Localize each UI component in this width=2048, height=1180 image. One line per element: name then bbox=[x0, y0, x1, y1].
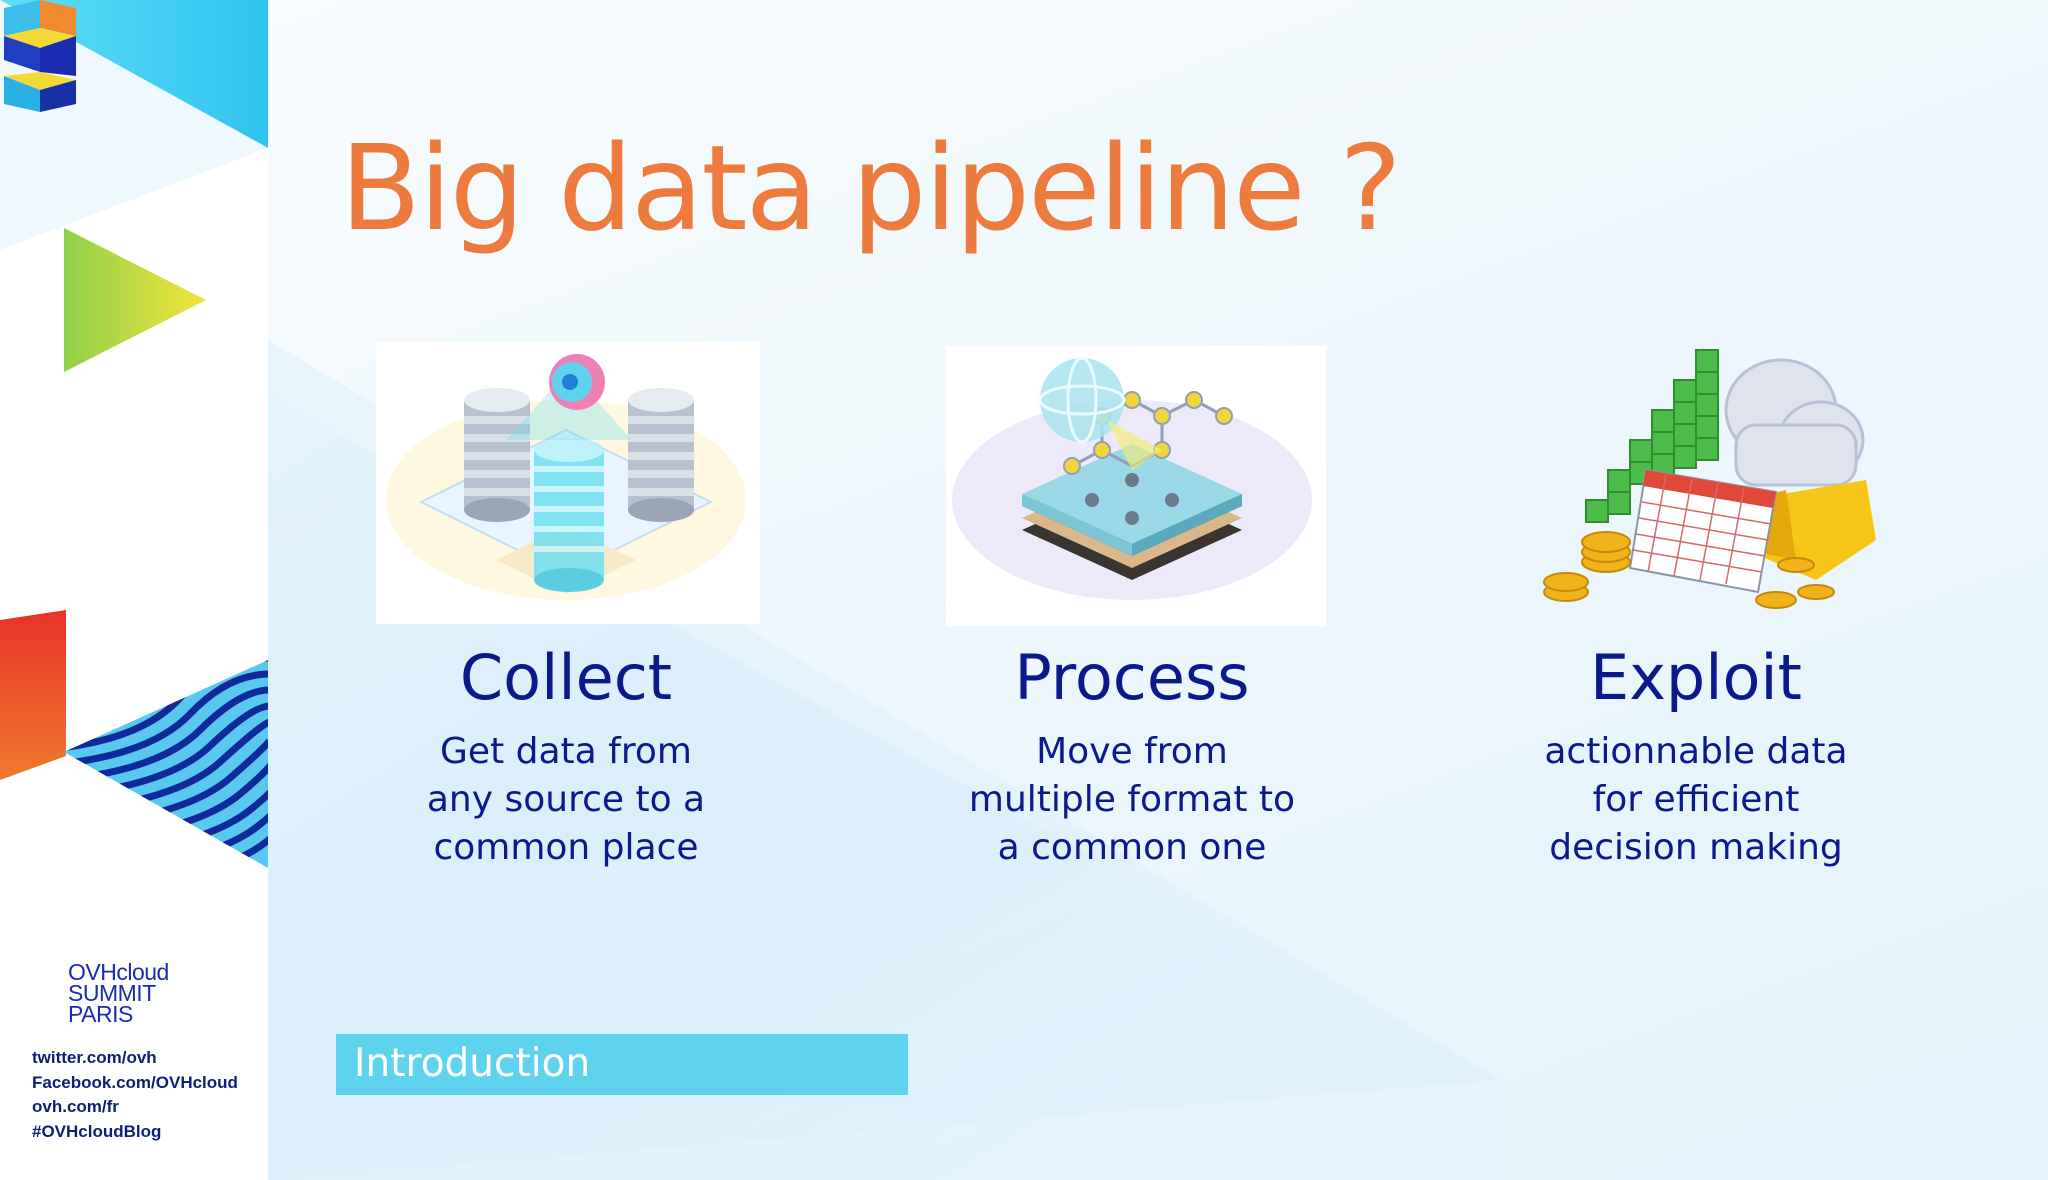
description-line: common place bbox=[433, 827, 699, 868]
slide-title: Big data pipeline ? bbox=[340, 119, 1402, 257]
column-heading: Process bbox=[1014, 641, 1250, 714]
column-heading: Collect bbox=[459, 641, 673, 714]
twitter-link: twitter.com/ovh bbox=[32, 1048, 157, 1067]
section-label: Introduction bbox=[354, 1041, 591, 1086]
column-description: actionnable data for efficient decision … bbox=[1466, 728, 1926, 872]
column-heading: Exploit bbox=[1590, 641, 1802, 714]
social-links: twitter.com/ovh Facebook.com/OVHcloud ov… bbox=[32, 1046, 238, 1144]
sidebar-decoration: OVHcloud SUMMIT PARIS twitter.com/ovh Fa… bbox=[0, 0, 268, 1180]
facebook-link: Facebook.com/OVHcloud bbox=[32, 1072, 238, 1092]
event-line: SUMMIT bbox=[68, 980, 156, 1006]
event-line: OVHcloud bbox=[68, 959, 169, 985]
description-line: multiple format to bbox=[968, 779, 1296, 820]
description-line: decision making bbox=[1549, 827, 1843, 868]
section-label-bar: Introduction bbox=[336, 1034, 908, 1095]
description-line: actionnable data bbox=[1544, 731, 1848, 772]
column-exploit: Exploit actionnable data for efficient d… bbox=[1466, 330, 1926, 872]
description-line: a common one bbox=[997, 827, 1267, 868]
column-description: Get data from any source to a common pla… bbox=[336, 728, 796, 872]
description-line: for efficient bbox=[1592, 779, 1800, 820]
database-servers-icon bbox=[366, 330, 766, 630]
ovhcloud-summit-logo-icon bbox=[4, 0, 76, 112]
description-line: any source to a bbox=[426, 779, 706, 820]
column-collect: Collect Get data from any source to a co… bbox=[336, 330, 796, 872]
event-name: OVHcloud SUMMIT PARIS bbox=[68, 959, 169, 1027]
sidebar-shapes bbox=[0, 0, 268, 1180]
column-description: Move from multiple format to a common on… bbox=[902, 728, 1362, 872]
data-processing-layers-icon bbox=[932, 330, 1332, 630]
analytics-calendar-cloud-icon bbox=[1496, 330, 1896, 630]
column-process: Process Move from multiple format to a c… bbox=[902, 330, 1362, 872]
triangle-lime bbox=[64, 228, 206, 372]
website-link: ovh.com/fr bbox=[32, 1097, 119, 1116]
hashtag: #OVHcloudBlog bbox=[32, 1121, 162, 1141]
description-line: Get data from bbox=[440, 731, 692, 772]
description-line: Move from bbox=[1036, 731, 1228, 772]
event-line: PARIS bbox=[68, 1001, 133, 1027]
